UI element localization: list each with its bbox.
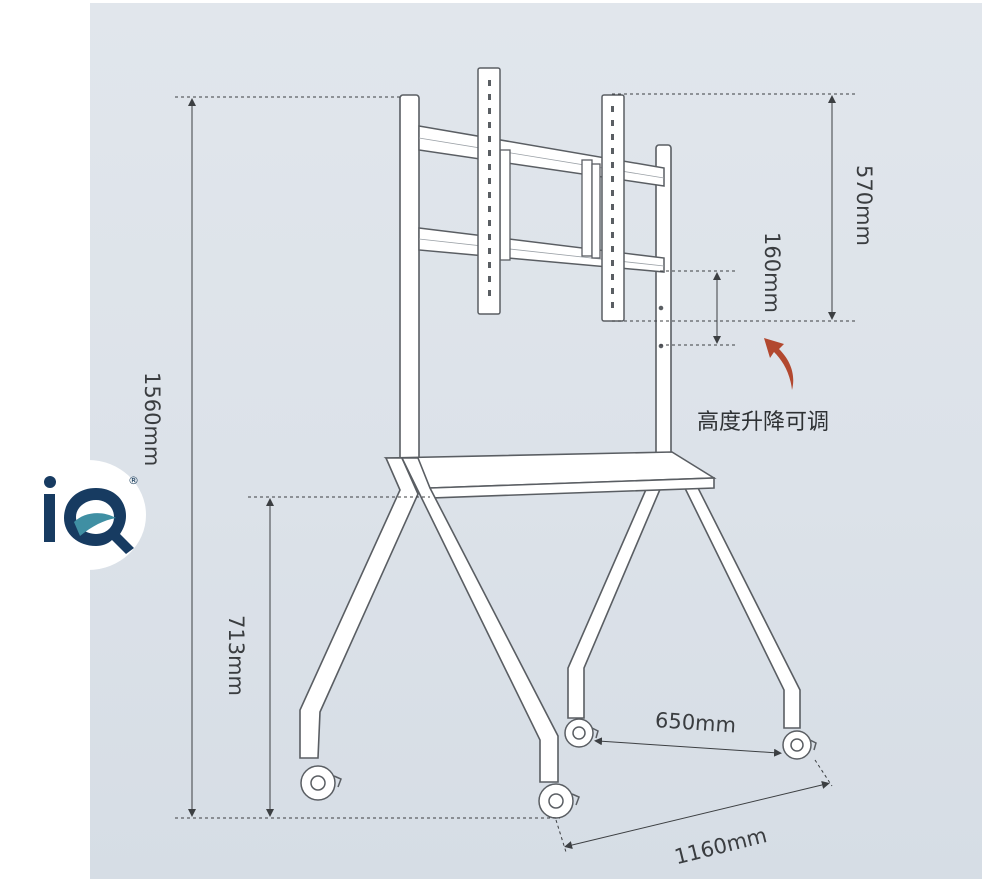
left-vesa-bracket (477, 67, 501, 315)
total-height-label: 1560mm (140, 372, 164, 467)
dimension-tray-height (248, 496, 430, 817)
registered-mark: ® (128, 474, 139, 487)
dimension-lines (175, 93, 855, 853)
dimension-adjust-range (660, 270, 738, 346)
left-post (399, 94, 420, 461)
mount-rails (418, 125, 665, 273)
caster-rear-left (564, 718, 599, 748)
front-legs (299, 457, 559, 783)
upright-posts (399, 94, 672, 461)
dimension-caster-spacing (594, 737, 782, 757)
caster-front-left (300, 765, 342, 801)
vesa-brackets (477, 67, 625, 322)
right-post (655, 144, 672, 461)
bracket-height-label: 570mm (852, 165, 876, 246)
dimension-base-width (555, 759, 833, 853)
caster-front-right (538, 783, 580, 819)
iq-logo-icon (44, 476, 134, 554)
tray-height-label: 713mm (224, 615, 248, 696)
dimension-bracket-height (612, 93, 855, 322)
height-adjustable-label: 高度升降可调 (697, 410, 830, 435)
adjust-arrow-icon (764, 338, 794, 390)
caster-rear-right (782, 730, 817, 760)
rear-legs (567, 477, 801, 729)
shelf-tray (383, 451, 717, 499)
brand-logo (30, 460, 146, 570)
dimension-total-height (175, 96, 560, 819)
adjust-range-label: 160mm (760, 232, 784, 313)
